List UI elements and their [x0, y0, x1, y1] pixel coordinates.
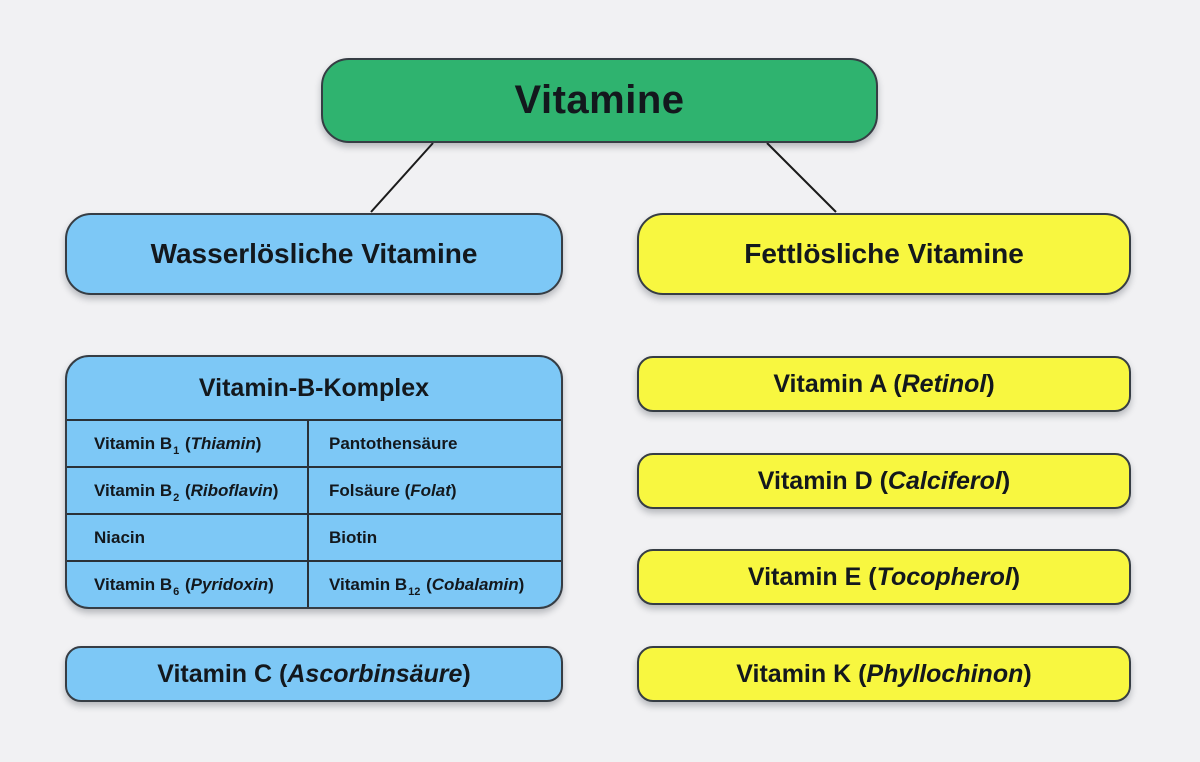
table-cell-niacin: Niacin	[94, 527, 146, 547]
root-node-vitamine: Vitamine	[321, 58, 878, 143]
table-cell-b6: Vitamin B6 (Pyridoxin)	[94, 574, 274, 598]
vitamin-e-box: Vitamin E (Tocopherol)	[637, 549, 1131, 605]
table-row: Vitamin B1 (Thiamin) Pantothensäure	[67, 419, 561, 466]
table-cell-pantothensaeure: Pantothensäure	[307, 421, 561, 466]
header-right-label: Fettlösliche Vitamine	[744, 238, 1024, 269]
connector-right-line	[766, 142, 837, 213]
header-fettloesliche-vitamine: Fettlösliche Vitamine	[637, 213, 1131, 295]
vitamin-k-box: Vitamin K (Phyllochinon)	[637, 646, 1131, 702]
table-cell-folsaeure: Folsäure (Folat)	[307, 468, 561, 513]
header-wasserloesliche-vitamine: Wasserlösliche Vitamine	[65, 213, 563, 295]
vitamin-b-komplex-table: Vitamin-B-Komplex Vitamin B1 (Thiamin) P…	[65, 355, 563, 609]
header-left-label: Wasserlösliche Vitamine	[150, 238, 478, 269]
vitamin-d-box: Vitamin D (Calciferol)	[637, 453, 1131, 509]
table-row: Vitamin B6 (Pyridoxin) Vitamin B12 (Coba…	[67, 560, 561, 607]
table-cell-b2: Vitamin B2 (Riboflavin)	[94, 480, 279, 504]
table-cell-biotin: Biotin	[307, 515, 561, 560]
vitamin-c-box: Vitamin C (Ascorbinsäure)	[65, 646, 563, 702]
vitamin-a-box: Vitamin A (Retinol)	[637, 356, 1131, 412]
table-cell-b1: Vitamin B1 (Thiamin)	[94, 433, 262, 457]
root-label: Vitamine	[514, 78, 685, 122]
b-komplex-title: Vitamin-B-Komplex	[198, 373, 430, 402]
table-row: Vitamin B2 (Riboflavin) Folsäure (Folat)	[67, 466, 561, 513]
table-cell-b12: Vitamin B12 (Cobalamin)	[307, 562, 561, 607]
table-row: Niacin Biotin	[67, 513, 561, 560]
connector-left-line	[370, 142, 434, 213]
